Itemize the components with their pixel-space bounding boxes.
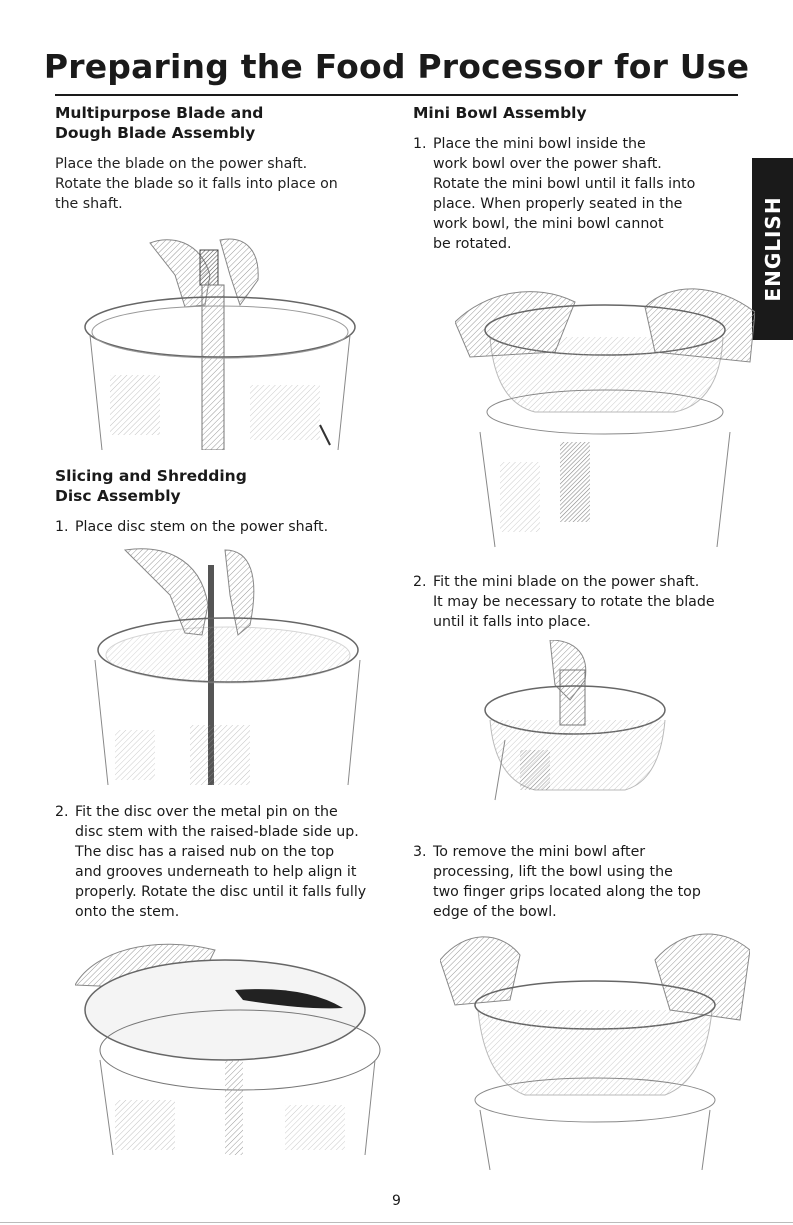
step-text-line: work bowl, the mini bowl cannot (433, 216, 664, 232)
step-text-line: Rotate the mini bowl until it falls into (433, 176, 696, 192)
slicing-disc-illustration (75, 943, 381, 1155)
slicing-heading-line1: Slicing and Shredding (55, 467, 247, 485)
step-text-line: disc stem with the raised-blade side up. (75, 824, 359, 840)
mini-step-3: 3. To remove the mini bowl after process… (413, 842, 753, 922)
mini-step-1: 1. Place the mini bowl inside the work b… (413, 134, 753, 254)
slicing-step-1: 1. Place disc stem on the power shaft. (55, 517, 375, 537)
step-text-line: two finger grips located along the top (433, 884, 701, 900)
slicing-heading-line2: Disc Assembly (55, 487, 181, 505)
remove-mini-bowl-illustration (440, 933, 750, 1170)
step-text-line: Fit the mini blade on the power shaft. (433, 574, 700, 590)
step-text-line: be rotated. (433, 236, 512, 252)
bottom-edge-line (0, 1222, 793, 1223)
step-text-line: onto the stem. (75, 904, 180, 920)
mini-blade-illustration (484, 640, 666, 801)
step-number: 2. (413, 574, 427, 590)
step-number: 1. (55, 519, 69, 535)
step-text-line: work bowl over the power shaft. (433, 156, 662, 172)
step-number: 2. (55, 804, 69, 820)
step-number: 3. (413, 844, 427, 860)
step-number: 1. (413, 136, 427, 152)
step-text-line: until it falls into place. (433, 614, 591, 630)
language-tab: ENGLISH (752, 158, 793, 340)
step-text-line: Place the mini bowl inside the (433, 136, 646, 152)
page-title: Preparing the Food Processor for Use (43, 47, 750, 86)
multipurpose-heading-line1: Multipurpose Blade and (55, 104, 264, 122)
mini-bowl-illustration (455, 288, 755, 548)
step-text-line: properly. Rotate the disc until it falls… (75, 884, 367, 900)
multipurpose-text-line3: the shaft. (55, 196, 123, 212)
disc-stem-illustration (94, 548, 361, 786)
step-text-line: Fit the disc over the metal pin on the (75, 804, 338, 820)
multipurpose-text-line1: Place the blade on the power shaft. (55, 156, 308, 172)
blade-assembly-illustration (84, 238, 356, 450)
title-divider (55, 94, 738, 96)
step-text-line: The disc has a raised nub on the top (75, 844, 335, 860)
step-text-line: Place disc stem on the power shaft. (75, 519, 329, 535)
page-number: 9 (392, 1193, 401, 1209)
multipurpose-heading-line2: Dough Blade Assembly (55, 124, 256, 142)
step-text-line: processing, lift the bowl using the (433, 864, 673, 880)
step-text-line: To remove the mini bowl after (433, 844, 646, 860)
mini-bowl-heading: Mini Bowl Assembly (413, 104, 587, 122)
mini-step-2: 2. Fit the mini blade on the power shaft… (413, 572, 753, 632)
step-text-line: and grooves underneath to help align it (75, 864, 357, 880)
step-text-line: It may be necessary to rotate the blade (433, 594, 715, 610)
step-text-line: edge of the bowl. (433, 904, 557, 920)
slicing-step-2: 2. Fit the disc over the metal pin on th… (55, 802, 385, 922)
multipurpose-text-line2: Rotate the blade so it falls into place … (55, 176, 338, 192)
step-text-line: place. When properly seated in the (433, 196, 683, 212)
language-tab-label: ENGLISH (760, 196, 785, 302)
